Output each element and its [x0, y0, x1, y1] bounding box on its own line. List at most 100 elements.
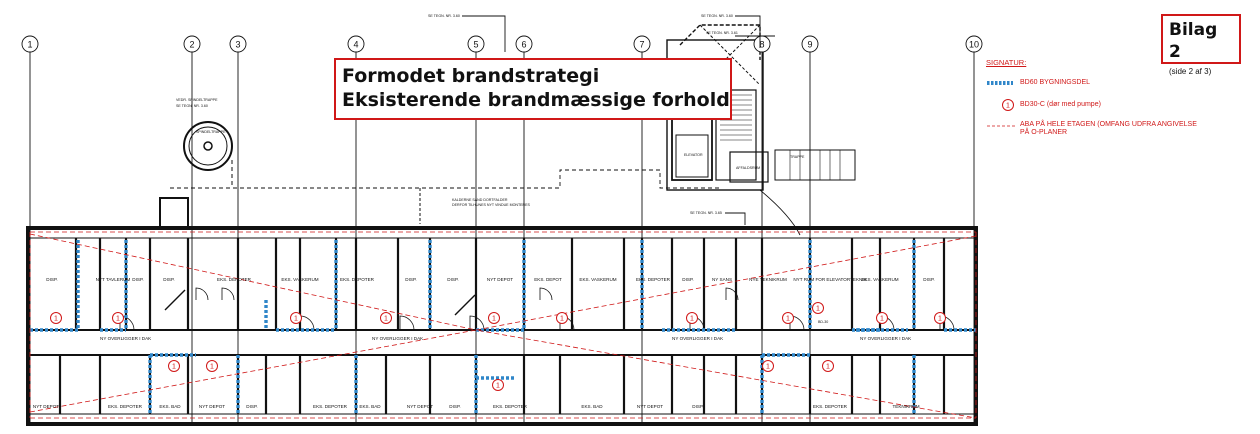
axis-label: 9 [807, 40, 812, 50]
room-label-top: DISP. [132, 277, 143, 282]
bd60-symbol-icon [987, 81, 1013, 85]
bd30c-door-icon: 1 [812, 302, 824, 314]
svg-text:1: 1 [560, 316, 564, 323]
room-label-top: NYT TAVLERUM [96, 277, 131, 282]
bd30c-door-icon: 1 [876, 312, 888, 324]
room-label-bottom: TEKNIKRUM [892, 404, 919, 409]
vedr-note: VEDR. SPINDELTRAPPE [176, 98, 218, 102]
room-label-bottom: DISP. [246, 404, 257, 409]
aba-symbol-icon [987, 125, 1015, 127]
room-label-bottom: DISP. [692, 404, 703, 409]
door-swing [221, 287, 235, 301]
door-symbol-icon: 1 [1002, 99, 1014, 111]
axis-bubble-icon [801, 35, 819, 53]
axis-label: 10 [969, 40, 979, 50]
axis-label: 8 [759, 40, 764, 50]
room-label-top: EKS. DEPOTER [217, 277, 252, 282]
kalde-note-2: DERFOR TILHUNES NYT VINDUE MONTERES [452, 203, 531, 207]
spiral-stair [183, 121, 233, 171]
door-swing [299, 315, 315, 331]
corridor-note: NY OVERLIGGER I DAK [100, 336, 152, 341]
appendix-page: (side 2 af 3) [1169, 67, 1212, 76]
svg-text:1: 1 [880, 316, 884, 323]
axis-bubble-icon [467, 35, 485, 53]
axis-label: 1 [27, 40, 32, 50]
door-swing [725, 287, 739, 301]
bd30c-door-symbols: 1 1 1 1 1 1 1 1 1 1 1 1 1 1 1 1 [50, 302, 946, 391]
svg-text:1: 1 [690, 316, 694, 323]
axis-label: 5 [473, 40, 478, 50]
room-label-top: EKS. DEPOTER [340, 277, 375, 282]
door-swings [119, 287, 955, 331]
axis-bubble-icon [965, 35, 983, 53]
room-label-top: NY SANS [712, 277, 732, 282]
room-label-top: NYE TEKNIKRUM [749, 277, 787, 282]
svg-text:1: 1 [172, 364, 176, 371]
ref-arrows [462, 15, 775, 225]
corridor-note: NY OVERLIGGER I DAK [372, 336, 424, 341]
svg-text:1: 1 [816, 306, 820, 313]
room-label-bottom: EKS. BAD [581, 404, 603, 409]
svg-text:1: 1 [54, 316, 58, 323]
bd30c-door-icon: 1 [380, 312, 392, 324]
door-swing [164, 289, 186, 311]
room-label-bottom: DISP. [449, 404, 460, 409]
axis-bubble-icon [183, 35, 201, 53]
room-label-top: EKS. DEPOTER [636, 277, 671, 282]
axis-label: 2 [189, 40, 194, 50]
title-line-1: Formodet brandstrategi [342, 65, 600, 87]
affald-note: AFFALDSRUM [736, 166, 760, 170]
appendix-badge: Bilag 2 (side 2 af 3) [1161, 14, 1241, 76]
building [26, 226, 978, 426]
svg-text:1: 1 [766, 364, 770, 371]
bd30c-door-icon: 1 [762, 360, 774, 372]
svg-text:1: 1 [492, 316, 496, 323]
room-label-bottom: EKS. BAD [359, 404, 381, 409]
bd30c-door-icon: 1 [290, 312, 302, 324]
room-label-top: NYT RUM FOR ELEVATORTEKNIK [793, 277, 867, 282]
axis-bubble-icon [633, 35, 651, 53]
axis-label: 6 [521, 40, 526, 50]
svg-text:1: 1 [826, 364, 830, 371]
bd30c-door-icon: 1 [934, 312, 946, 324]
bd30c-door-icon: 1 [488, 312, 500, 324]
kalde-note: KALDERNE SAND DORTFALDER [452, 198, 508, 202]
door-swing [454, 294, 476, 316]
room-label-top: DISP. [405, 277, 416, 282]
door-swing [399, 315, 415, 331]
room-label-bottom: EKS. DEPOTER [108, 404, 143, 409]
door-swing [469, 315, 485, 331]
room-label-bottom: NYT DEPOT [199, 404, 225, 409]
plan-notes: SE TEGN. NR. 3.60 SE TEGN. NR. 3.60 SE T… [176, 14, 828, 324]
elevator-note: ELEVATOR [684, 153, 703, 157]
room-label-bottom: NYT DEPOT [407, 404, 433, 409]
door-symbol-number: 1 [1006, 103, 1010, 110]
bd60-walls [30, 240, 976, 414]
bd30c-door-icon: 1 [492, 379, 504, 391]
legend-row-door: 1 BD30-C (dør med pumpe) [985, 98, 1245, 112]
axis-label: 7 [639, 40, 644, 50]
door-swing [195, 287, 209, 301]
bd30c-door-icon: 1 [206, 360, 218, 372]
trappe-note: TRAPPE [790, 155, 805, 159]
room-label-bottom: EKS. BAD [159, 404, 181, 409]
svg-text:1: 1 [116, 316, 120, 323]
room-label-top: EKS. VASKERUM [861, 277, 898, 282]
bd30c-door-icon: 1 [50, 312, 62, 324]
spindel-note: SPINDELTRAPPE [196, 130, 226, 134]
legend-aba-line-1: ABA PÅ HELE ETAGEN (OMFANG UDFRA ANGIVEL… [1020, 121, 1197, 128]
bd30c-door-icon: 1 [556, 312, 568, 324]
room-label-bottom: NYT DEPOT [33, 404, 59, 409]
axis-label: 4 [353, 40, 358, 50]
svg-text:1: 1 [384, 316, 388, 323]
room-label-top: DISP. [447, 277, 458, 282]
ref-note-4: SE TEGN. NR. 3.65 [690, 211, 722, 215]
bd30c-door-icon: 1 [782, 312, 794, 324]
room-label-top: NYT DEPOT [487, 277, 513, 282]
room-label-bottom: EKS. DEPOTER [813, 404, 848, 409]
door-swing [539, 287, 553, 301]
corridor-note: NY OVERLIGGER I DAK [860, 336, 912, 341]
legend-aba-line-2: PÅ O-PLANER [1020, 129, 1068, 136]
appendix-heading: Bilag 2 [1169, 20, 1218, 62]
